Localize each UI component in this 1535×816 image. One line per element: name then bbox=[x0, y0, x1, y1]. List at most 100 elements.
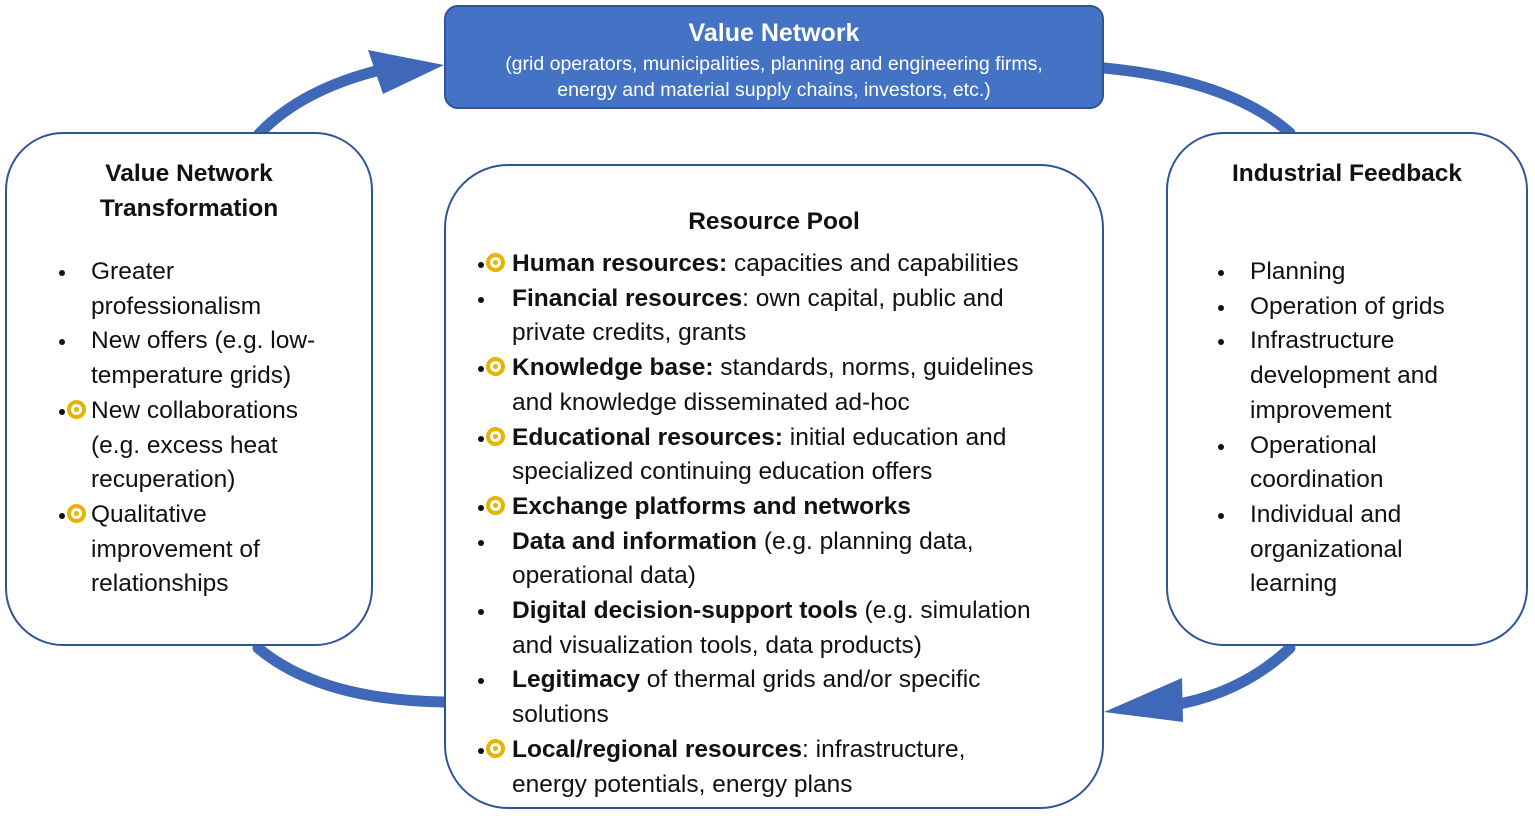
item-text: capacities and capabilities bbox=[727, 250, 1019, 277]
item-text: (e.g. planning data, bbox=[757, 527, 974, 555]
bullet-dot bbox=[1218, 498, 1240, 520]
item-bold: Legitimacy bbox=[512, 666, 640, 694]
item-line: Digital decision-support tools (e.g. sim… bbox=[512, 594, 1102, 629]
bullet-dot bbox=[478, 247, 500, 269]
value-network-subtitle-line: energy and material supply chains, inves… bbox=[557, 79, 991, 101]
item-line: Planning bbox=[1250, 258, 1346, 285]
bullet-dot bbox=[478, 490, 500, 512]
item-line: Knowledge base: standards, norms, guidel… bbox=[512, 351, 1102, 386]
value-network-subtitle-line: (grid operators, municipalities, plannin… bbox=[505, 53, 1043, 75]
item-line: Human resources: capacities and capabili… bbox=[512, 247, 1102, 282]
list-item: Exchange platforms and networks bbox=[446, 490, 1102, 525]
item-text: standards, norms, guidelines bbox=[713, 354, 1034, 382]
ring-marker-icon bbox=[486, 253, 505, 272]
item-line: recuperation) bbox=[91, 466, 236, 494]
bullet-dot bbox=[1218, 324, 1240, 346]
arrow-pool-to-transformation bbox=[252, 642, 450, 708]
box-title-line: Value Network bbox=[105, 160, 273, 187]
item-line: Exchange platforms and networks bbox=[512, 490, 1102, 525]
item-line: temperature grids) bbox=[91, 362, 292, 390]
resource-pool-title: Resource Pool bbox=[688, 208, 860, 235]
item-line: coordination bbox=[1250, 466, 1384, 494]
bullet-dot bbox=[478, 733, 500, 755]
item-line: energy potentials, energy plans bbox=[512, 770, 853, 798]
resource-pool-list: Human resources: capacities and capabili… bbox=[446, 247, 1102, 802]
item-bold: Exchange platforms and networks bbox=[512, 492, 911, 520]
item-line: development and bbox=[1250, 362, 1438, 390]
item-bold: Human resources: bbox=[512, 250, 728, 277]
bullet-dot bbox=[478, 525, 500, 547]
bullet-dot bbox=[59, 324, 81, 346]
item-line: New offers (e.g. low- bbox=[91, 327, 316, 355]
item-line: relationships bbox=[91, 570, 229, 598]
item-bold: Local/regional resources bbox=[512, 735, 803, 763]
list-item: Financial resources: own capital, public… bbox=[446, 282, 1102, 351]
ring-marker-icon bbox=[486, 495, 505, 515]
bullet-dot bbox=[59, 255, 81, 277]
list-item: Operation of grids bbox=[1168, 290, 1526, 325]
item-line: private credits, grants bbox=[512, 319, 747, 347]
item-line: improvement bbox=[1250, 396, 1392, 424]
list-item: Digital decision-support tools (e.g. sim… bbox=[446, 594, 1102, 663]
transformation-list: Greater professionalism New offers (e.g.… bbox=[7, 255, 371, 602]
item-line: and visualization tools, data products) bbox=[512, 631, 922, 659]
item-line: Legitimacy of thermal grids and/or speci… bbox=[512, 663, 1102, 698]
bullet-dot bbox=[478, 421, 500, 443]
item-bold: Data and information bbox=[512, 527, 758, 555]
list-item: New collaborations (e.g. excess heat rec… bbox=[7, 394, 371, 498]
list-item: Planning bbox=[1168, 255, 1526, 290]
bullet-dot bbox=[478, 282, 500, 304]
bullet-dot bbox=[478, 663, 500, 685]
value-network-subtitle: (grid operators, municipalities, plannin… bbox=[446, 51, 1102, 103]
bullet-dot bbox=[59, 498, 81, 520]
list-item: Human resources: capacities and capabili… bbox=[446, 247, 1102, 282]
value-network-transformation-box: Value Network Transformation Greater pro… bbox=[5, 132, 373, 646]
item-text: (e.g. simulation bbox=[857, 597, 1031, 625]
item-line: Local/regional resources: infrastructure… bbox=[512, 733, 1102, 768]
item-line: Qualitative bbox=[91, 500, 207, 528]
arrow-left-to-network bbox=[252, 64, 386, 141]
ring-marker-icon bbox=[486, 738, 505, 758]
bullet-dot bbox=[59, 394, 81, 416]
list-item: New offers (e.g. low- temperature grids) bbox=[7, 324, 371, 393]
item-bold: Knowledge base: bbox=[512, 354, 714, 382]
bullet-dot bbox=[1218, 255, 1240, 277]
list-item: Knowledge base: standards, norms, guidel… bbox=[446, 351, 1102, 420]
resource-pool-box: Resource Pool Human resources: capacitie… bbox=[444, 164, 1104, 809]
item-line: Educational resources: initial education… bbox=[512, 421, 1102, 456]
item-line: Operation of grids bbox=[1250, 292, 1445, 320]
item-bold: Educational resources: bbox=[512, 423, 783, 451]
box-title: Value Network Transformation bbox=[7, 156, 371, 226]
item-text: of thermal grids and/or specific bbox=[640, 666, 981, 694]
item-bold: Financial resources bbox=[512, 284, 743, 312]
box-title-line: Transformation bbox=[99, 195, 279, 222]
item-line: Operational bbox=[1250, 431, 1377, 459]
item-line: Individual and bbox=[1250, 500, 1402, 528]
arrow-network-to-feedback bbox=[1098, 62, 1296, 139]
item-line: and knowledge disseminated ad-hoc bbox=[512, 388, 910, 416]
list-item: Educational resources: initial education… bbox=[446, 421, 1102, 490]
value-network-header: Value Network (grid operators, municipal… bbox=[444, 5, 1104, 109]
item-bold: Digital decision-support tools bbox=[512, 597, 858, 625]
industrial-feedback-box: Industrial Feedback Planning Operation o… bbox=[1166, 132, 1528, 646]
list-item: Local/regional resources: infrastructure… bbox=[446, 733, 1102, 802]
item-text: initial education and bbox=[782, 423, 1007, 451]
item-line: organizational bbox=[1250, 535, 1403, 563]
list-item: Greater professionalism bbox=[7, 255, 371, 324]
arrow-feedback-to-pool bbox=[1162, 642, 1296, 712]
item-line: specialized continuing education offers bbox=[512, 458, 933, 486]
ring-marker-icon bbox=[67, 503, 86, 523]
bullet-dot bbox=[478, 351, 500, 373]
item-line: Data and information (e.g. planning data… bbox=[512, 525, 1102, 560]
ring-marker-icon bbox=[67, 399, 86, 419]
item-line: solutions bbox=[512, 701, 609, 729]
ring-marker-icon bbox=[486, 426, 505, 446]
list-item: Individual and organizational learning bbox=[1168, 498, 1526, 602]
item-line: learning bbox=[1250, 570, 1338, 598]
item-text: : own capital, public and bbox=[742, 284, 1004, 312]
list-item: Data and information (e.g. planning data… bbox=[446, 525, 1102, 594]
arrowhead-feedback-to-pool bbox=[1104, 678, 1183, 722]
list-item: Qualitative improvement of relationships bbox=[7, 498, 371, 602]
item-line: operational data) bbox=[512, 562, 696, 590]
list-item: Legitimacy of thermal grids and/or speci… bbox=[446, 663, 1102, 732]
